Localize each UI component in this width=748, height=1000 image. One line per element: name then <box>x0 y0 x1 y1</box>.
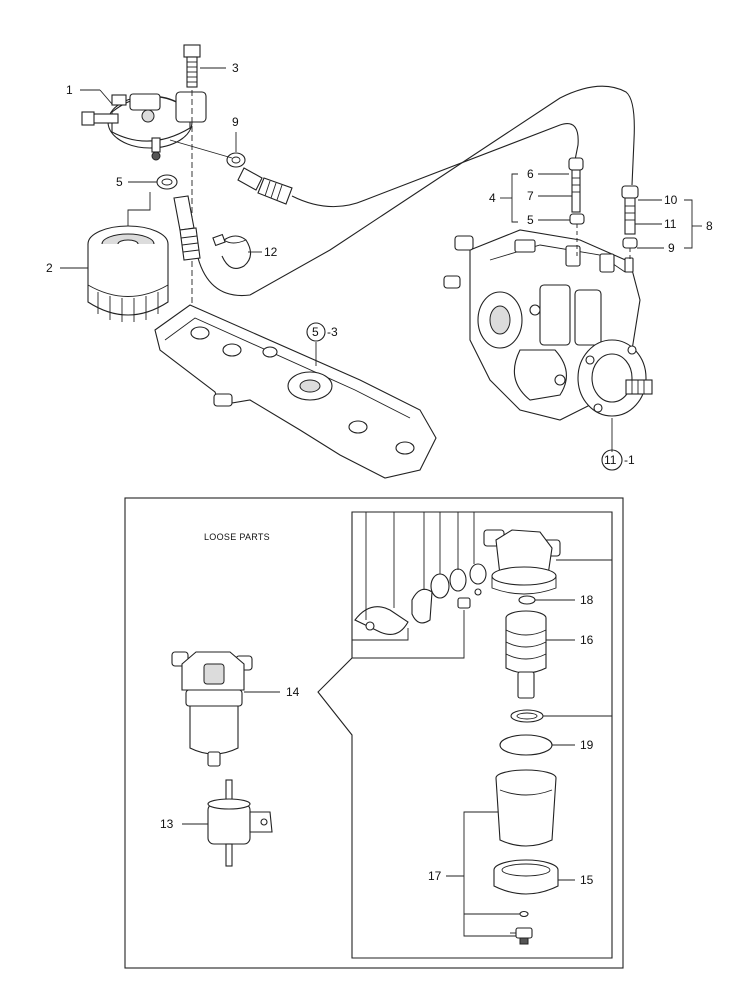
fuel-filter-head <box>81 91 207 161</box>
callout-5b-label: 5 <box>527 213 534 227</box>
washer-5-pump <box>569 213 585 225</box>
callout-13-label: 13 <box>160 817 174 831</box>
callout-3: 3 <box>200 61 239 75</box>
callout-7-label: 7 <box>527 189 534 203</box>
bolt-3 <box>183 44 201 88</box>
fuel-filter-element-2 <box>87 225 169 322</box>
callout-10-label: 10 <box>664 193 678 207</box>
callout-14-label: 14 <box>286 685 300 699</box>
callout-2: 2 <box>46 261 88 275</box>
washer-9-pump <box>622 237 638 249</box>
ref-5-suffix: -3 <box>327 325 338 339</box>
exploded-view-frame <box>317 511 613 959</box>
callout-17: 17 <box>428 811 520 937</box>
callout-3-label: 3 <box>232 61 239 75</box>
separator-head-exploded <box>483 529 561 595</box>
hose-clip-9 <box>226 152 246 168</box>
o-ring-19: 19 <box>499 734 594 756</box>
callout-4-label: 4 <box>489 191 496 205</box>
loose-parts-frame <box>124 497 624 969</box>
callout-5a-label: 5 <box>116 175 123 189</box>
callout-12: 12 <box>248 245 278 259</box>
ref-11-suffix: -1 <box>624 453 635 467</box>
exploded-leaders <box>352 512 612 659</box>
fuel-injection-pump <box>443 229 653 421</box>
water-separator-assembly-14: 14 <box>171 651 300 767</box>
callout-8-label: 8 <box>706 219 713 233</box>
o-ring-18: 18 <box>518 593 594 607</box>
callout-16-label: 16 <box>580 633 594 647</box>
seal-ring <box>510 709 612 723</box>
callout-9b: 9 <box>637 241 675 255</box>
loose-parts-title: LOOSE PARTS <box>204 532 270 542</box>
callout-7: 7 <box>527 189 572 203</box>
callout-12-label: 12 <box>264 245 278 259</box>
fuel-hose-short <box>237 167 293 205</box>
separator-bowl-17 <box>495 769 557 847</box>
fuel-hose-down <box>173 195 201 261</box>
banjo-bolt-6-7 <box>568 157 584 213</box>
callout-6: 6 <box>527 167 569 181</box>
callout-1-label: 1 <box>66 83 73 97</box>
drain-plug <box>510 910 533 945</box>
hose-clamp-12 <box>212 233 252 269</box>
callout-9a-label: 9 <box>232 115 239 129</box>
callout-18-label: 18 <box>580 593 594 607</box>
callout-9b-label: 9 <box>668 241 675 255</box>
callout-ref-11-1: 11 -1 <box>601 418 635 471</box>
filter-bracket <box>154 304 437 479</box>
callout-1: 1 <box>66 83 113 105</box>
callout-11-label: 11 <box>664 217 677 231</box>
callout-17-label: 17 <box>428 869 442 883</box>
banjo-bolt-10-11 <box>621 185 639 235</box>
callout-11: 11 <box>635 217 677 231</box>
ref-5-num: 5 <box>312 325 319 339</box>
callout-2-label: 2 <box>46 261 53 275</box>
ref-11-num: 11 <box>604 453 617 467</box>
retaining-ring-15: 15 <box>493 859 594 895</box>
callout-9a: 9 <box>232 115 239 152</box>
callout-19-label: 19 <box>580 738 594 752</box>
callout-8: 8 <box>684 199 713 249</box>
callout-5b: 5 <box>527 213 570 227</box>
callout-6-label: 6 <box>527 167 534 181</box>
callout-5a: 5 <box>116 175 157 189</box>
small-exploded-parts <box>354 563 487 635</box>
callout-ref-5-3: 5 -3 <box>306 322 338 366</box>
callout-15-label: 15 <box>580 873 594 887</box>
inline-filter-13: 13 <box>160 779 273 867</box>
callout-4: 4 <box>489 173 518 223</box>
hose-clip-5 <box>156 174 178 190</box>
filter-element-16: 16 <box>505 610 594 699</box>
callout-10: 10 <box>638 193 678 207</box>
